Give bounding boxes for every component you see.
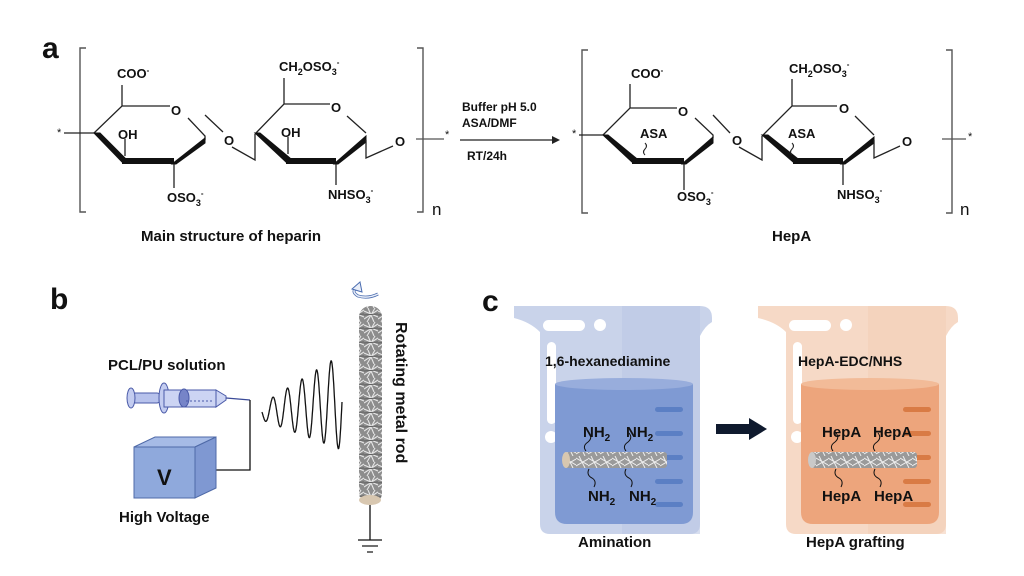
svg-text:n: n	[960, 200, 969, 219]
svg-text:O: O	[732, 133, 742, 148]
high-voltage-supply: V	[133, 436, 217, 499]
syringe-label: PCL/PU solution	[108, 357, 226, 374]
panel-b-letter: b	[50, 283, 68, 316]
panel-c-letter: c	[482, 285, 499, 318]
left-bracket	[79, 47, 86, 213]
hepa-structure: n * * O COO- ASA OSO3- O O CH2OSO3- ASA …	[572, 49, 973, 245]
high-voltage-label: High Voltage	[119, 509, 210, 526]
end-asterisk-right: *	[445, 129, 450, 141]
hepa-grafted-scaffold	[808, 432, 917, 488]
voltage-wire	[216, 400, 251, 471]
oh-group: OH	[118, 127, 138, 142]
asa-label: ASA	[640, 126, 668, 141]
svg-text:*: *	[572, 128, 577, 140]
panel-a-letter: a	[42, 32, 59, 65]
svg-text:ASA: ASA	[788, 126, 816, 141]
svg-text:Buffer pH 5.0: Buffer pH 5.0	[462, 100, 537, 114]
syringe-icon	[126, 382, 251, 414]
voltage-symbol: V	[157, 465, 172, 490]
coo-group: COO-	[117, 66, 150, 81]
oso3-group: OSO3-	[167, 189, 204, 208]
right-bracket	[417, 47, 424, 213]
amine-group: NH2	[588, 488, 616, 508]
svg-text:ASA/DMF: ASA/DMF	[462, 116, 517, 130]
hepa-caption: HepA	[772, 228, 811, 245]
hepa-group: HepA	[822, 488, 861, 505]
step2-solution-label: HepA-EDC/NHS	[798, 353, 902, 369]
rotating-metal-rod	[358, 306, 382, 553]
ch2oso3-group: CH2OSO3-	[279, 58, 340, 77]
rotation-arrow-icon	[350, 281, 379, 299]
step1-solution-label: 1,6-hexanediamine	[545, 353, 670, 369]
electrospinning-jet	[261, 360, 343, 450]
svg-text:OSO3-: OSO3-	[677, 188, 714, 207]
amine-group: NH2	[629, 488, 657, 508]
svg-text:O: O	[902, 134, 912, 149]
svg-text:NHSO3-: NHSO3-	[837, 186, 883, 205]
reaction-conditions: Buffer pH 5.0 ASA/DMF RT/24h	[460, 100, 560, 163]
repeat-n: n	[432, 200, 441, 219]
svg-text:O: O	[224, 133, 234, 148]
svg-text:O: O	[171, 103, 181, 118]
hepa-group: HepA	[822, 424, 861, 441]
end-asterisk-left: *	[57, 127, 62, 139]
hepa-group: HepA	[874, 488, 913, 505]
amination-caption: Amination	[578, 534, 651, 551]
svg-text:RT/24h: RT/24h	[467, 149, 507, 163]
heparin-caption: Main structure of heparin	[141, 228, 321, 245]
svg-text:CH2OSO3-: CH2OSO3-	[789, 60, 850, 79]
svg-text:O: O	[395, 134, 405, 149]
rod-label: Rotating metal rod	[392, 322, 409, 463]
process-arrow-icon	[716, 418, 767, 440]
nhso3-group: NHSO3-	[328, 186, 374, 205]
heparin-structure: n * * O COO- OH OSO3- O O CH2OSO3- OH NH…	[57, 47, 450, 245]
svg-text:*: *	[968, 131, 973, 143]
svg-text:OH: OH	[281, 125, 301, 140]
amine-group: NH2	[583, 424, 611, 444]
aminated-scaffold	[562, 432, 667, 488]
svg-text:O: O	[839, 101, 849, 116]
svg-text:COO-: COO-	[631, 66, 664, 81]
amine-group: NH2	[626, 424, 654, 444]
hepa-group: HepA	[873, 424, 912, 441]
grafting-caption: HepA grafting	[806, 534, 905, 551]
svg-text:O: O	[678, 104, 688, 119]
svg-text:O: O	[331, 100, 341, 115]
